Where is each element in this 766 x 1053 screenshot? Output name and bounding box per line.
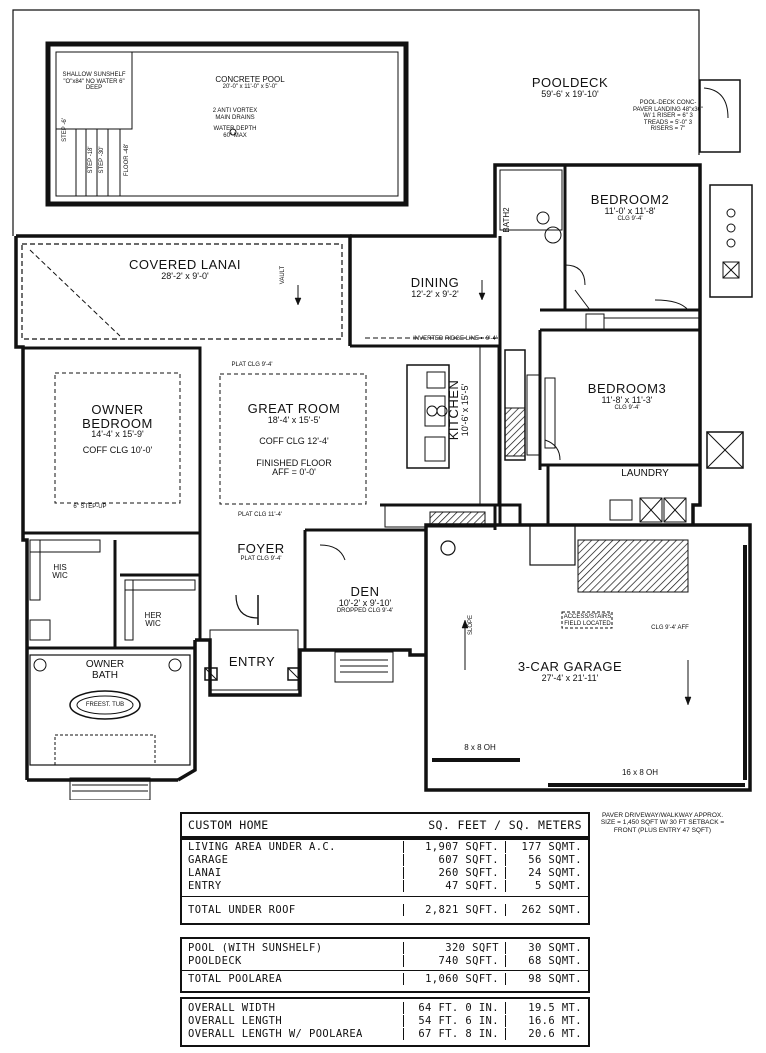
owner-bedroom-label: OWNER BEDROOM 14'-4' x 15'-9' COFF CLG 1… bbox=[82, 402, 153, 455]
garage-label: 3-CAR GARAGE 27'-4' x 21'-11' bbox=[517, 659, 623, 683]
pool-step-1: STEP -6' bbox=[62, 118, 68, 142]
dining-label: DINING 12'-2' x 9'-2' bbox=[410, 275, 460, 299]
covered-lanai-label: COVERED LANAI 28'-2' x 9'-0' bbox=[129, 257, 241, 281]
his-wic-label: HIS WIC bbox=[52, 563, 68, 581]
table-row: LIVING AREA UNDER A.C.1,907 SQFT.177 SQM… bbox=[182, 841, 588, 853]
pool-step-3: STEP -30' bbox=[99, 146, 105, 174]
garage-slope-label: SLOPE bbox=[468, 615, 474, 636]
table-units: SQ. FEET / SQ. METERS bbox=[428, 818, 582, 832]
kitchen-label: KITCHEN 10'-6' x 15'-5' bbox=[446, 379, 470, 441]
bath2-label: BATH2 bbox=[502, 207, 511, 233]
den-label: DEN 10'-2' x 9'-10' DROPPED CLG 9'-4' bbox=[336, 584, 394, 615]
pool-drains-note: 2 ANTI VORTEX MAIN DRAINS bbox=[212, 108, 258, 121]
entry-label: ENTRY bbox=[228, 654, 276, 669]
garage-clg-label: CLG 9'-4' AFF bbox=[651, 625, 689, 631]
great-room-label: GREAT ROOM 18'-4' x 15'-5' COFF CLG 12'-… bbox=[247, 401, 341, 477]
owner-bath-label: OWNER BATH bbox=[85, 659, 125, 681]
pool-deck-landing-note: POOL-DECK CONC-PAVER LANDING 48"x36" W/ … bbox=[632, 100, 704, 133]
plat-clg-114-label: PLAT CLG 11'-4' bbox=[238, 512, 282, 518]
table-group-under-roof: LIVING AREA UNDER A.C.1,907 SQFT.177 SQM… bbox=[180, 836, 590, 925]
pool-depth-note: WATER DEPTH 60" MAX bbox=[213, 126, 257, 139]
laundry-label: LAUNDRY bbox=[621, 468, 669, 479]
inverted-ridge-label: INVERTED RIDGE LINE = 9'-4' bbox=[413, 336, 497, 342]
freestanding-tub-label: FREEST. TUB bbox=[85, 702, 125, 708]
lanai-vault-label: VAULT bbox=[280, 265, 286, 285]
floor-plan-drawing bbox=[12, 9, 753, 800]
lanai-outline bbox=[21, 243, 343, 340]
pooldeck-label: POOLDECK 59'-6' x 19'-10' bbox=[531, 75, 609, 99]
exterior-walls bbox=[14, 163, 752, 792]
area-summary-table: CUSTOM HOME SQ. FEET / SQ. METERS LIVING… bbox=[180, 812, 590, 1047]
foyer-label: FOYER PLAT CLG 9'-4' bbox=[237, 541, 285, 562]
table-header-block: CUSTOM HOME SQ. FEET / SQ. METERS bbox=[180, 812, 590, 840]
plat-clg-label: PLAT CLG 9'-4' bbox=[231, 362, 273, 368]
garage-door-16x8: 16 x 8 OH bbox=[621, 768, 658, 777]
bedroom3-label: BEDROOM3 11'-8' x 11'-3' CLG 9'-4' bbox=[587, 381, 667, 412]
garage-door-8x8: 8 x 8 OH bbox=[464, 743, 496, 752]
garage-access-label: ACCESS/STAIRS FIELD LOCATED bbox=[563, 614, 612, 627]
her-wic-label: HER WIC bbox=[144, 611, 162, 629]
entry-porch bbox=[209, 629, 299, 691]
table-title: CUSTOM HOME bbox=[188, 818, 269, 832]
pool-floor-depth: FLOOR -48' bbox=[124, 143, 130, 177]
step-up-label: 6" STEP-UP bbox=[73, 504, 107, 510]
pooldeck-outline bbox=[12, 9, 700, 236]
paver-note: PAVER DRIVEWAY/WALKWAY APPROX. SIZE = 1,… bbox=[600, 812, 725, 834]
kitchen-island bbox=[406, 364, 450, 469]
bedroom2-label: BEDROOM2 11'-0' x 11'-8' CLG 9'-4' bbox=[590, 192, 670, 223]
pool-sunshelf-note: SHALLOW SUNSHELF "O"x84" NO WATER 6" DEE… bbox=[62, 72, 126, 92]
pool-step-2: STEP -18' bbox=[88, 146, 94, 174]
pool-label: CONCRETE POOL 20'-0" x 11'-0" x 5'-0" bbox=[215, 75, 285, 91]
pool-outer bbox=[45, 41, 409, 207]
